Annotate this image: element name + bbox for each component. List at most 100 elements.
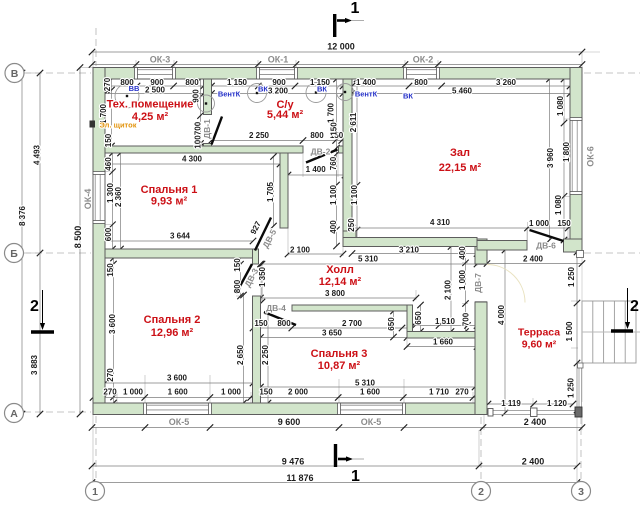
- svg-text:2 100: 2 100: [444, 279, 453, 300]
- svg-text:8 376: 8 376: [18, 205, 27, 226]
- svg-text:270: 270: [455, 388, 469, 397]
- svg-text:1 400: 1 400: [306, 165, 327, 174]
- svg-text:3 883: 3 883: [30, 354, 39, 375]
- svg-text:1 000: 1 000: [123, 388, 144, 397]
- svg-text:800: 800: [277, 319, 291, 328]
- svg-text:1: 1: [92, 486, 98, 498]
- svg-text:ВК: ВК: [258, 85, 268, 94]
- svg-text:Спальня 1: Спальня 1: [141, 184, 198, 196]
- svg-text:800: 800: [310, 131, 324, 140]
- svg-text:9 600: 9 600: [278, 417, 301, 427]
- svg-text:2 360: 2 360: [114, 186, 123, 207]
- svg-text:150: 150: [557, 219, 571, 228]
- svg-text:Зал: Зал: [450, 147, 470, 159]
- svg-text:2 250: 2 250: [261, 344, 270, 365]
- svg-text:2 000: 2 000: [288, 388, 309, 397]
- svg-text:760: 760: [329, 156, 338, 170]
- svg-text:12 000: 12 000: [327, 42, 355, 52]
- svg-text:1 000: 1 000: [458, 269, 467, 290]
- svg-text:ОК-3: ОК-3: [150, 55, 171, 65]
- svg-text:4 300: 4 300: [182, 155, 203, 164]
- svg-text:ВентК: ВентК: [218, 90, 241, 99]
- svg-text:150: 150: [330, 122, 339, 136]
- svg-text:2 250: 2 250: [249, 131, 270, 140]
- svg-text:270: 270: [103, 77, 112, 91]
- svg-text:1: 1: [351, 468, 360, 485]
- svg-text:150: 150: [254, 319, 268, 328]
- svg-text:3 800: 3 800: [325, 289, 346, 298]
- svg-text:3: 3: [578, 486, 584, 498]
- svg-text:10,87 м²: 10,87 м²: [318, 360, 361, 372]
- svg-text:800: 800: [185, 78, 199, 87]
- svg-text:ВК: ВК: [403, 92, 413, 101]
- svg-text:Терраса: Терраса: [518, 327, 560, 339]
- svg-text:1 600: 1 600: [360, 388, 381, 397]
- svg-text:4 310: 4 310: [430, 218, 451, 227]
- svg-text:3 600: 3 600: [167, 374, 188, 383]
- svg-text:2 100: 2 100: [290, 246, 311, 255]
- svg-text:2 400: 2 400: [524, 417, 547, 427]
- svg-text:650: 650: [414, 311, 423, 325]
- svg-text:150: 150: [259, 388, 273, 397]
- svg-text:5 460: 5 460: [452, 87, 473, 96]
- svg-text:400: 400: [458, 246, 467, 260]
- svg-text:1 800: 1 800: [562, 141, 571, 162]
- svg-text:1 000: 1 000: [221, 388, 242, 397]
- svg-text:2 611: 2 611: [349, 112, 358, 132]
- svg-text:1 500: 1 500: [565, 321, 574, 342]
- svg-text:5 310: 5 310: [358, 255, 379, 264]
- svg-text:ДВ-2: ДВ-2: [311, 147, 331, 157]
- svg-text:1 150: 1 150: [227, 78, 248, 87]
- svg-text:1 000: 1 000: [529, 219, 550, 228]
- svg-text:900: 900: [272, 78, 286, 87]
- svg-text:1 150: 1 150: [310, 78, 331, 87]
- svg-text:8 500: 8 500: [73, 226, 83, 249]
- svg-text:5,44 м²: 5,44 м²: [267, 109, 304, 121]
- svg-text:4 000: 4 000: [497, 304, 506, 325]
- svg-text:250: 250: [347, 218, 356, 232]
- svg-text:3 960: 3 960: [546, 147, 555, 168]
- svg-text:2: 2: [478, 486, 484, 498]
- svg-text:700: 700: [462, 312, 471, 326]
- svg-text:ДВ-6: ДВ-6: [536, 241, 556, 251]
- svg-text:3 210: 3 210: [399, 246, 420, 255]
- svg-text:1 510: 1 510: [435, 317, 456, 326]
- svg-text:460: 460: [104, 157, 113, 171]
- svg-text:650: 650: [387, 317, 396, 331]
- svg-text:1 350: 1 350: [258, 266, 267, 287]
- svg-text:3 600: 3 600: [108, 313, 117, 334]
- svg-text:5 310: 5 310: [355, 379, 376, 388]
- svg-text:150: 150: [233, 258, 242, 272]
- svg-text:22,15 м²: 22,15 м²: [439, 162, 482, 174]
- svg-text:ОК-4: ОК-4: [83, 189, 93, 210]
- svg-text:270: 270: [106, 368, 115, 382]
- svg-text:Спальня 2: Спальня 2: [144, 314, 201, 326]
- svg-text:1 100: 1 100: [350, 184, 359, 205]
- svg-text:1: 1: [351, 0, 360, 17]
- svg-text:1 250: 1 250: [567, 266, 576, 287]
- svg-text:1 700: 1 700: [327, 102, 336, 123]
- svg-text:2 400: 2 400: [522, 457, 545, 467]
- svg-text:Б: Б: [10, 248, 18, 260]
- svg-text:3 644: 3 644: [170, 232, 191, 241]
- svg-text:400: 400: [329, 220, 338, 234]
- svg-text:ДВ-7: ДВ-7: [473, 273, 483, 293]
- svg-text:ОК-6: ОК-6: [586, 146, 596, 167]
- svg-text:1 120: 1 120: [547, 399, 568, 408]
- svg-text:12,96 м²: 12,96 м²: [151, 327, 194, 339]
- svg-text:ОК-2: ОК-2: [413, 55, 434, 65]
- svg-text:150: 150: [106, 263, 115, 277]
- svg-text:1 600: 1 600: [168, 388, 189, 397]
- svg-text:ВентК: ВентК: [355, 90, 378, 99]
- svg-text:1 660: 1 660: [433, 338, 454, 347]
- svg-text:2 650: 2 650: [236, 344, 245, 365]
- svg-text:9,93 м²: 9,93 м²: [151, 196, 188, 208]
- svg-text:1 400: 1 400: [356, 78, 377, 87]
- svg-text:1 700: 1 700: [99, 103, 108, 124]
- svg-text:100: 100: [194, 135, 203, 149]
- svg-text:2 400: 2 400: [523, 255, 544, 264]
- svg-text:2: 2: [630, 298, 639, 315]
- svg-text:ОК-5: ОК-5: [169, 417, 190, 427]
- svg-text:1 705: 1 705: [266, 181, 275, 202]
- svg-text:Тех. помещение: Тех. помещение: [107, 99, 194, 111]
